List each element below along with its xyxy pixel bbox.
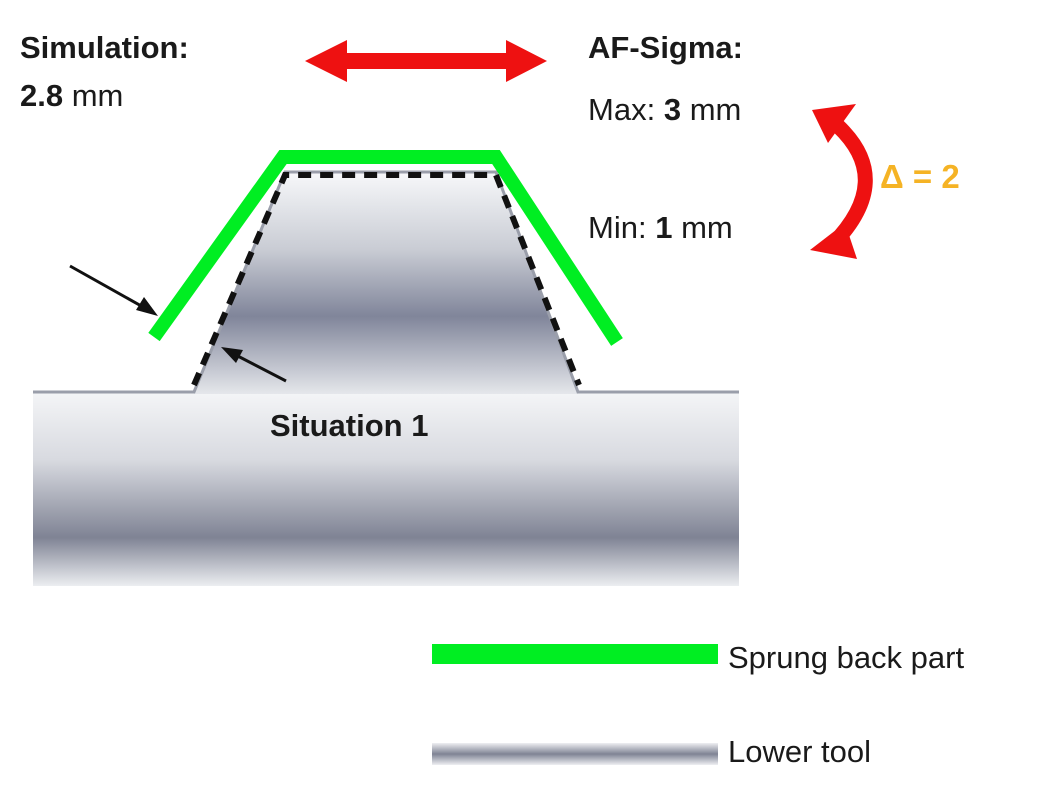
- measurement-arrowhead-outer: [136, 297, 158, 316]
- legend-lower-tool-swatch: [432, 743, 718, 765]
- legend-sprung-back-label: Sprung back part: [728, 640, 965, 675]
- measurement-line-inner: [229, 350, 287, 383]
- delta-arrow-arc: [827, 120, 873, 250]
- situation-label: Situation 1: [270, 408, 429, 443]
- delta-label: Δ = 2: [880, 158, 960, 195]
- sprung-back-part: [148, 150, 623, 346]
- measurement-arrowhead-inner: [221, 347, 243, 363]
- af-sigma-min-value: 1: [655, 210, 673, 245]
- legend-lower-tool-label: Lower tool: [728, 734, 872, 769]
- af-sigma-min: Min: 1 mm: [588, 212, 733, 243]
- af-sigma-min-unit: mm: [681, 210, 733, 245]
- simulation-value-number: 2.8: [20, 78, 64, 113]
- measurement-line-outer: [69, 264, 153, 314]
- legend-sprung-back-swatch: [432, 644, 718, 664]
- measurement-arrows: [69, 264, 287, 383]
- tool-contour-dashed: [191, 172, 582, 387]
- comparison-double-arrow: [305, 40, 547, 82]
- af-sigma-label: AF-Sigma:: [588, 30, 743, 65]
- lower-tool-punch: [194, 172, 578, 394]
- af-sigma-max-label: Max:: [588, 92, 656, 127]
- simulation-label: Simulation:: [20, 30, 189, 65]
- af-sigma-max-unit: mm: [689, 92, 742, 127]
- af-sigma-min-label: Min:: [588, 210, 647, 245]
- delta-arrow-head-top: [812, 104, 856, 143]
- delta-curved-arrow: [810, 104, 873, 259]
- simulation-value: 2.8 mm: [20, 80, 123, 111]
- af-sigma-max-value: 3: [663, 92, 682, 127]
- delta-arrow-head-bottom: [810, 223, 857, 259]
- af-sigma-max: Max: 3 mm: [588, 94, 741, 125]
- simulation-value-unit: mm: [71, 78, 124, 113]
- lower-tool-base: [33, 392, 739, 586]
